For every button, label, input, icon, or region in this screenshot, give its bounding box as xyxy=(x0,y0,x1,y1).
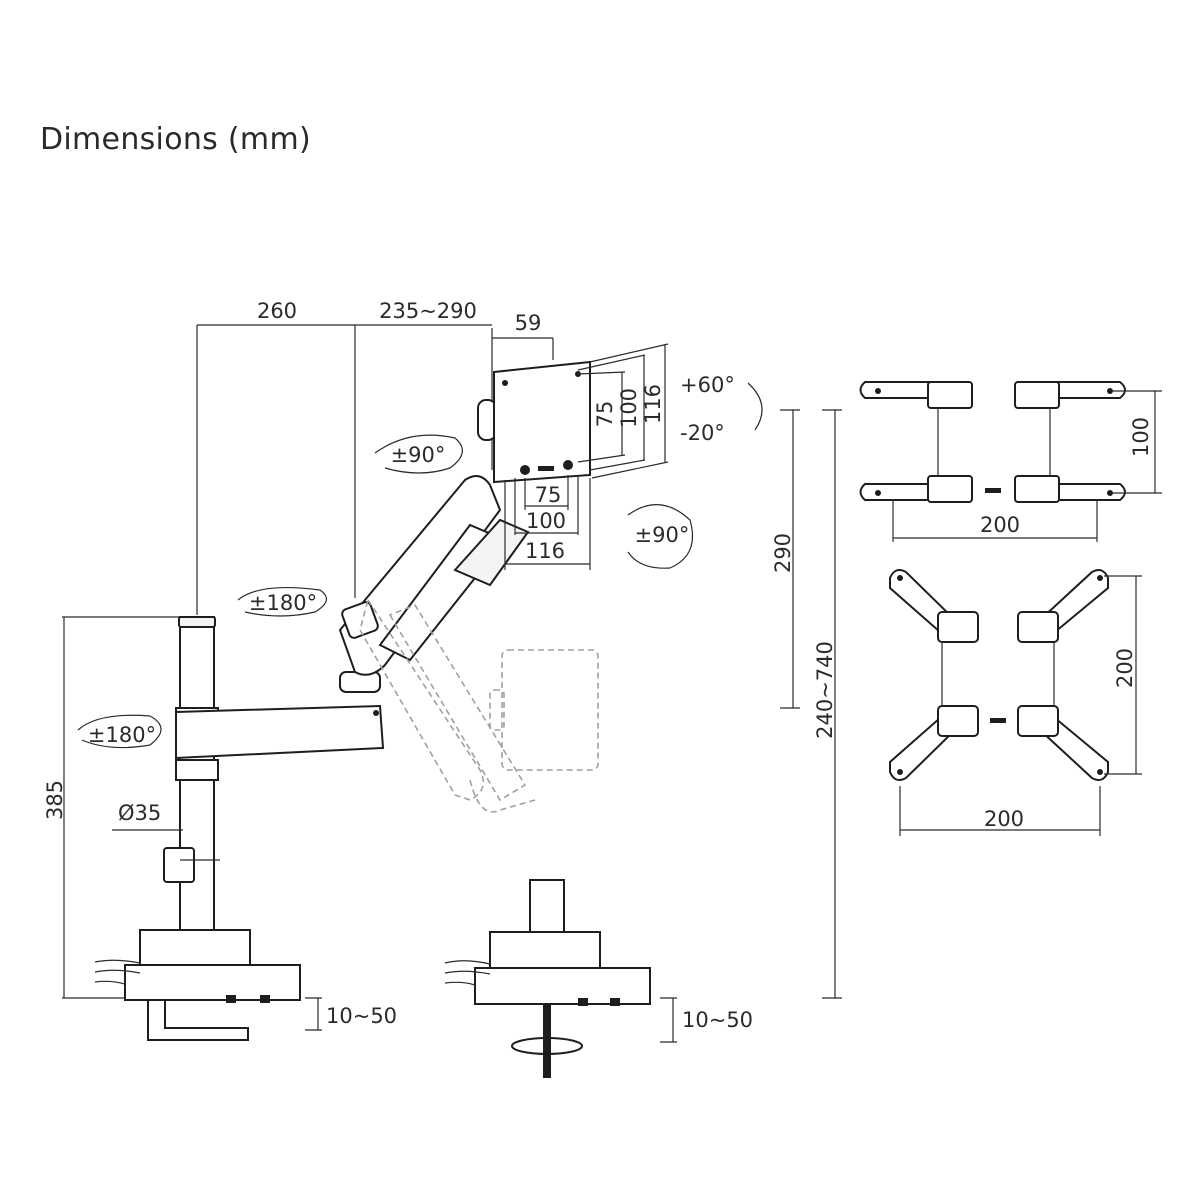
elbow-rotation-label: ±180° xyxy=(249,591,317,615)
base-top xyxy=(139,929,251,966)
alternate-position-ghost xyxy=(359,598,599,813)
tilt-up-label: +60° xyxy=(680,373,735,397)
total-height-label: 240~740 xyxy=(813,641,837,739)
vesa-h100-label: 100 xyxy=(526,509,566,533)
adapter-large-width-label: 200 xyxy=(984,807,1024,831)
vesa-v116-label: 116 xyxy=(641,384,665,424)
vesa-v75-label: 75 xyxy=(593,401,617,428)
vesa-v100-label: 100 xyxy=(617,388,641,428)
tilt-down-label: -20° xyxy=(680,421,725,445)
grommet-base xyxy=(444,879,677,1078)
pole-height-label: 385 xyxy=(43,780,67,820)
clamp-range-label-1: 10~50 xyxy=(326,1004,397,1028)
pole-assembly xyxy=(62,616,322,1041)
adapter-small-height-label: 100 xyxy=(1129,417,1153,457)
arm-length-label: 260 xyxy=(257,299,297,323)
base-rotation-label: ±180° xyxy=(88,723,156,747)
cable-clip xyxy=(163,847,195,883)
arm-height-label: 290 xyxy=(771,533,795,573)
height-dimensions xyxy=(780,409,842,999)
vesa-h116-label: 116 xyxy=(525,539,565,563)
adapter-small xyxy=(859,381,1162,542)
plate-depth-label: 59 xyxy=(515,311,542,335)
vesa-plate xyxy=(493,360,591,484)
rotation-arrows xyxy=(77,382,763,749)
pole xyxy=(179,616,215,948)
panel-rotation-label: ±90° xyxy=(635,523,690,547)
pole-diameter-label: Ø35 xyxy=(118,801,161,825)
base-clamp-plate xyxy=(124,964,301,1001)
head-rotation-label: ±90° xyxy=(391,443,446,467)
adapter-large xyxy=(889,569,1142,836)
vesa-h75-label: 75 xyxy=(535,483,562,507)
page-title: Dimensions (mm) xyxy=(40,122,311,157)
lower-arm xyxy=(175,671,385,760)
clamp-range-label-2: 10~50 xyxy=(682,1008,753,1032)
adapter-large-height-label: 200 xyxy=(1113,648,1137,688)
c-clamp xyxy=(147,999,249,1041)
adapter-small-width-label: 200 xyxy=(980,513,1020,537)
grommet-pole xyxy=(529,879,565,941)
gas-spring-arm xyxy=(338,475,530,676)
vesa-head xyxy=(477,343,669,570)
extension-label: 235~290 xyxy=(379,299,477,323)
top-dimension-lines xyxy=(196,324,554,615)
